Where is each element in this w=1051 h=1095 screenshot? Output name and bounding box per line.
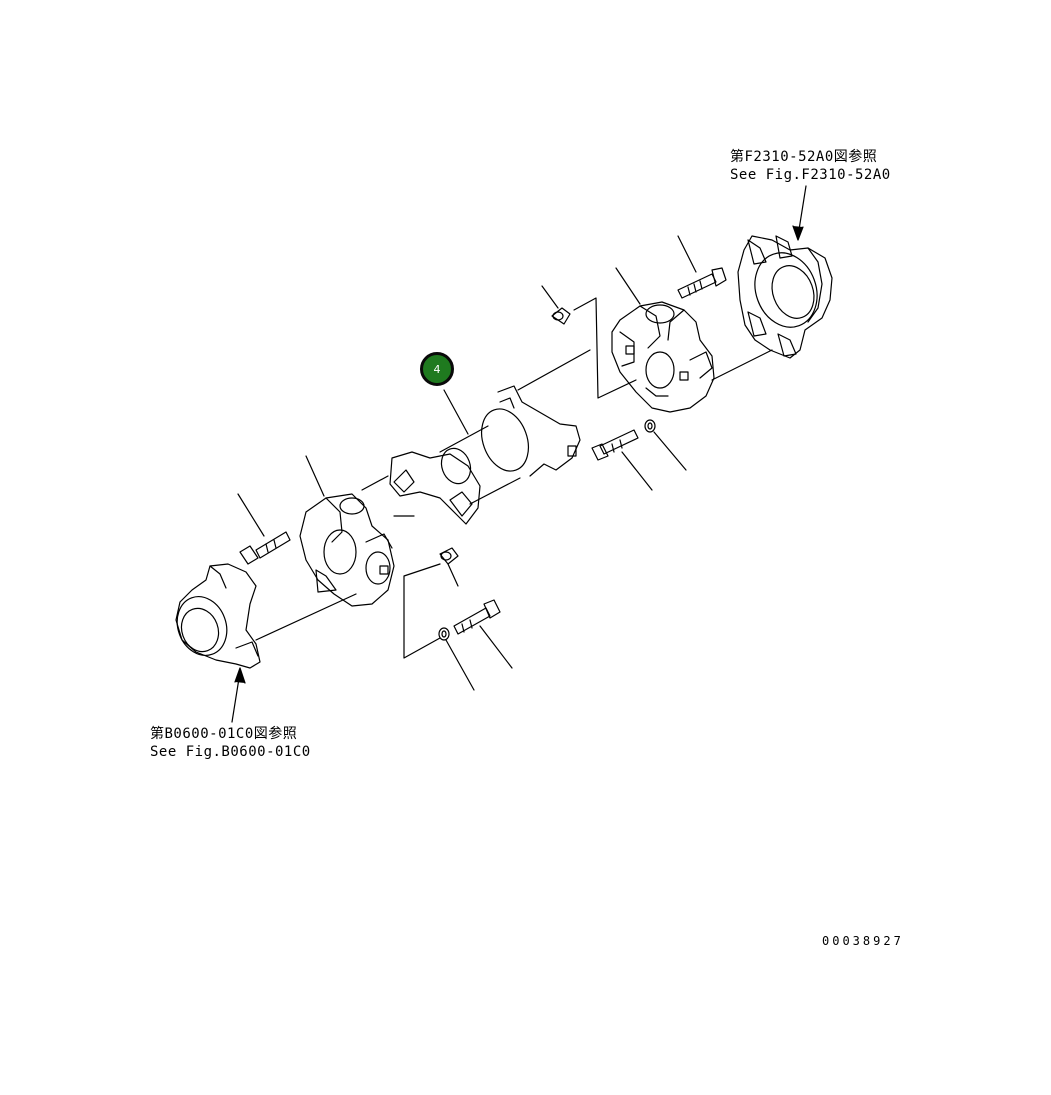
front-fitting-assembly-line <box>403 563 441 659</box>
front-washer[interactable] <box>438 627 450 641</box>
front-cross-leader <box>305 455 325 497</box>
callout-leader <box>443 389 469 435</box>
front-bolt-leader <box>237 493 265 537</box>
front-mounting-bolt-leader <box>479 625 513 669</box>
universal-joint-cross-front[interactable] <box>299 493 395 607</box>
yoke-connection-line <box>255 593 357 641</box>
rear-washer[interactable] <box>644 419 656 433</box>
rear-cross-leader <box>615 267 641 305</box>
rear-grease-fitting[interactable] <box>551 307 571 325</box>
front-fitting-leader <box>447 563 459 587</box>
rear-mounting-bolt[interactable] <box>591 429 639 461</box>
rear-connection-line <box>517 349 591 391</box>
flange-reference-arrow <box>792 185 807 241</box>
universal-joint-cross-rear[interactable] <box>611 301 715 413</box>
bottom-left-reference-japanese: 第B0600-01C0図参照 <box>150 726 298 742</box>
front-grease-fitting[interactable] <box>439 547 459 565</box>
part-callout-4[interactable]: 4 <box>420 352 454 386</box>
front-bolt[interactable] <box>239 531 291 565</box>
rear-mounting-bolt-leader <box>621 451 653 491</box>
front-washer-leader <box>445 639 475 691</box>
top-right-reference-japanese: 第F2310-52A0図参照 <box>730 149 878 165</box>
rear-bolt[interactable] <box>677 267 727 299</box>
drawing-number: 00038927 <box>822 934 904 948</box>
rear-washer-leader <box>653 431 687 471</box>
rear-fitting-assembly-line <box>573 297 637 399</box>
drive-shaft[interactable] <box>389 385 581 525</box>
yoke-reference-arrow <box>231 667 246 723</box>
transmission-flange[interactable] <box>737 235 833 359</box>
rear-fitting-leader <box>541 285 559 309</box>
rear-bolt-leader <box>677 235 697 273</box>
bottom-left-reference-english: See Fig.B0600-01C0 <box>150 744 311 760</box>
flange-connection-line <box>711 349 773 381</box>
axle-yoke[interactable] <box>169 563 261 669</box>
front-mounting-bolt[interactable] <box>453 599 501 635</box>
front-connection-line <box>361 475 389 491</box>
top-right-reference-english: See Fig.F2310-52A0 <box>730 167 891 183</box>
